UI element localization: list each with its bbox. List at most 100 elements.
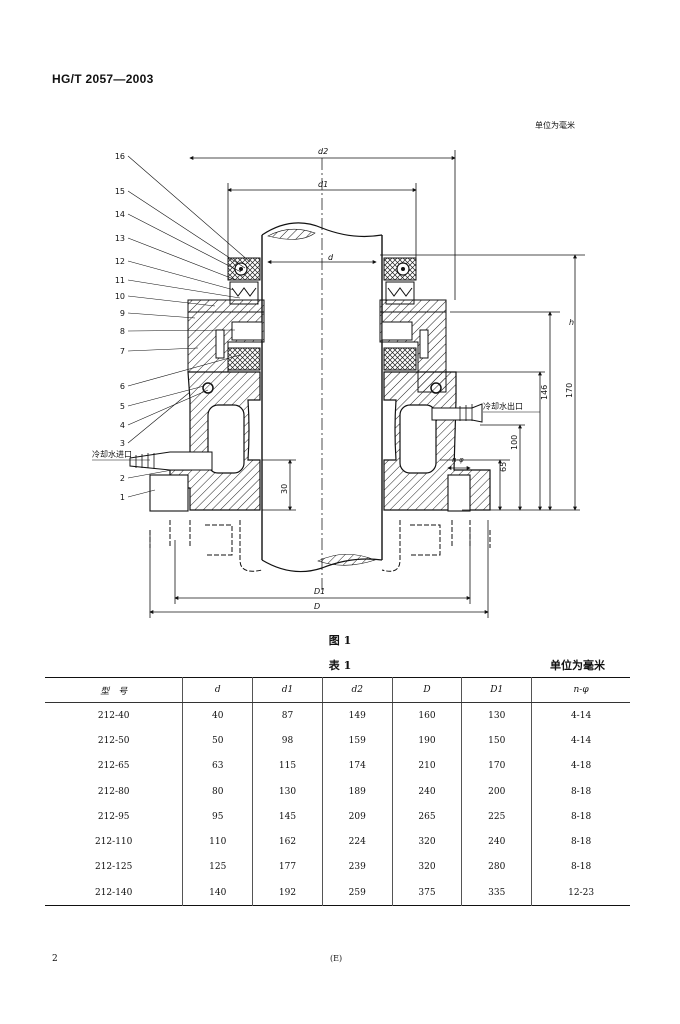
callout-15: 15 [115, 187, 125, 196]
standard-code: HG/T 2057—2003 [52, 72, 154, 86]
dimension-text: d2 d1 d D1 D h n-φ [314, 147, 574, 611]
callout-16: 16 [115, 152, 125, 161]
cell-D: 320 [391, 854, 462, 881]
cell-D1: 200 [461, 778, 532, 805]
cell-D1: 335 [461, 880, 532, 906]
cell-D1: 130 [461, 702, 532, 729]
page-number: 2 [52, 954, 58, 964]
callout-4: 4 [120, 421, 125, 430]
header-d2: d2 [321, 677, 393, 703]
label-n-phi: n-φ [452, 456, 464, 464]
cell-model: 212-95 [97, 811, 130, 822]
callout-13: 13 [115, 234, 125, 243]
label-D: D [314, 602, 320, 611]
cell-model: 212-50 [97, 735, 130, 746]
dim-170: 170 [565, 383, 574, 398]
callout-8: 8 [120, 327, 125, 336]
header-D: D [391, 677, 462, 703]
cell-d2: 149 [321, 702, 393, 729]
cell-D1: 170 [461, 753, 532, 779]
cell-model: 212-125 [94, 862, 133, 873]
label-h: h [569, 318, 574, 327]
cell-model: 212-110 [94, 837, 133, 848]
cell-model: 212-65 [97, 761, 130, 772]
cell-d1: 98 [252, 728, 323, 754]
cell-model: 212-40 [97, 710, 130, 721]
cell-D: 210 [391, 753, 462, 779]
label-d: d [328, 253, 334, 262]
header-model: 型 号 [45, 677, 183, 703]
cell-d2: 174 [321, 753, 393, 779]
cell-d: 110 [182, 829, 253, 855]
page-center-mark: (E) [330, 954, 343, 963]
cell-n-phi: 8-18 [531, 804, 630, 830]
header-d: d [182, 677, 253, 703]
dim-30: 30 [280, 484, 289, 494]
dimension-lines [149, 150, 585, 618]
cell-d: 140 [182, 880, 253, 906]
cell-d2: 209 [321, 804, 393, 830]
callout-leaders [127, 155, 251, 498]
cell-n-phi: 4-14 [531, 702, 630, 729]
unit-note: 单位为毫米 [535, 121, 575, 130]
cell-D: 265 [391, 804, 462, 830]
cell-d: 50 [182, 728, 253, 754]
cell-d: 80 [182, 778, 253, 805]
label-d2: d2 [318, 147, 328, 156]
cell-n-phi: 8-18 [531, 829, 630, 855]
table-header-row: 型 号 d d1 d2 D D1 n-φ [45, 677, 630, 703]
cell-d2: 224 [321, 829, 393, 855]
callout-5: 5 [120, 402, 125, 411]
cell-d2: 189 [321, 778, 393, 805]
cell-n-phi: 8-18 [531, 778, 630, 805]
cell-d2: 259 [321, 880, 393, 906]
cell-model: 212-80 [97, 786, 130, 797]
cell-D1: 225 [461, 804, 532, 830]
cell-d2: 159 [321, 728, 393, 754]
inlet-label: 冷却水进口 [92, 449, 132, 459]
cell-d1: 87 [252, 702, 323, 729]
callout-12: 12 [115, 257, 125, 266]
cell-d: 40 [182, 702, 253, 729]
cell-d1: 130 [252, 778, 323, 805]
cell-d1: 145 [252, 804, 323, 830]
callout-14: 14 [115, 210, 125, 219]
dim-65: 65 [499, 462, 508, 472]
callout-7: 7 [120, 347, 125, 356]
cell-n-phi: 4-18 [531, 753, 630, 779]
cell-D: 320 [391, 829, 462, 855]
label-D1: D1 [314, 587, 325, 596]
table-unit-note: 单位为毫米 [550, 659, 605, 672]
seal-drawing: d2 d1 d D1 D h n-φ 170 146 100 65 30 16 … [92, 147, 585, 618]
cell-D1: 280 [461, 854, 532, 881]
callout-1: 1 [120, 493, 125, 502]
cell-D: 240 [391, 778, 462, 805]
left-section [129, 257, 265, 572]
cell-n-phi: 8-18 [531, 854, 630, 881]
header-d1: d1 [252, 677, 323, 703]
cell-d: 63 [182, 753, 253, 779]
dim-146: 146 [540, 385, 549, 400]
cell-d1: 192 [252, 880, 323, 906]
cell-d: 125 [182, 854, 253, 881]
dim-100: 100 [510, 435, 519, 450]
cell-d1: 162 [252, 829, 323, 855]
callout-6: 6 [120, 382, 125, 391]
callout-9: 9 [120, 309, 125, 318]
header-D1: D1 [461, 677, 532, 703]
cell-D: 375 [391, 880, 462, 906]
cell-D: 160 [391, 702, 462, 729]
table-caption: 表 1 [328, 659, 352, 672]
callout-10: 10 [115, 292, 125, 301]
outlet-label: 冷却水出口 [483, 401, 523, 411]
figure-caption: 图 1 [328, 634, 352, 647]
cell-D1: 150 [461, 728, 532, 754]
callout-3: 3 [120, 439, 125, 448]
cell-d2: 239 [321, 854, 393, 881]
cell-n-phi: 4-14 [531, 728, 630, 754]
